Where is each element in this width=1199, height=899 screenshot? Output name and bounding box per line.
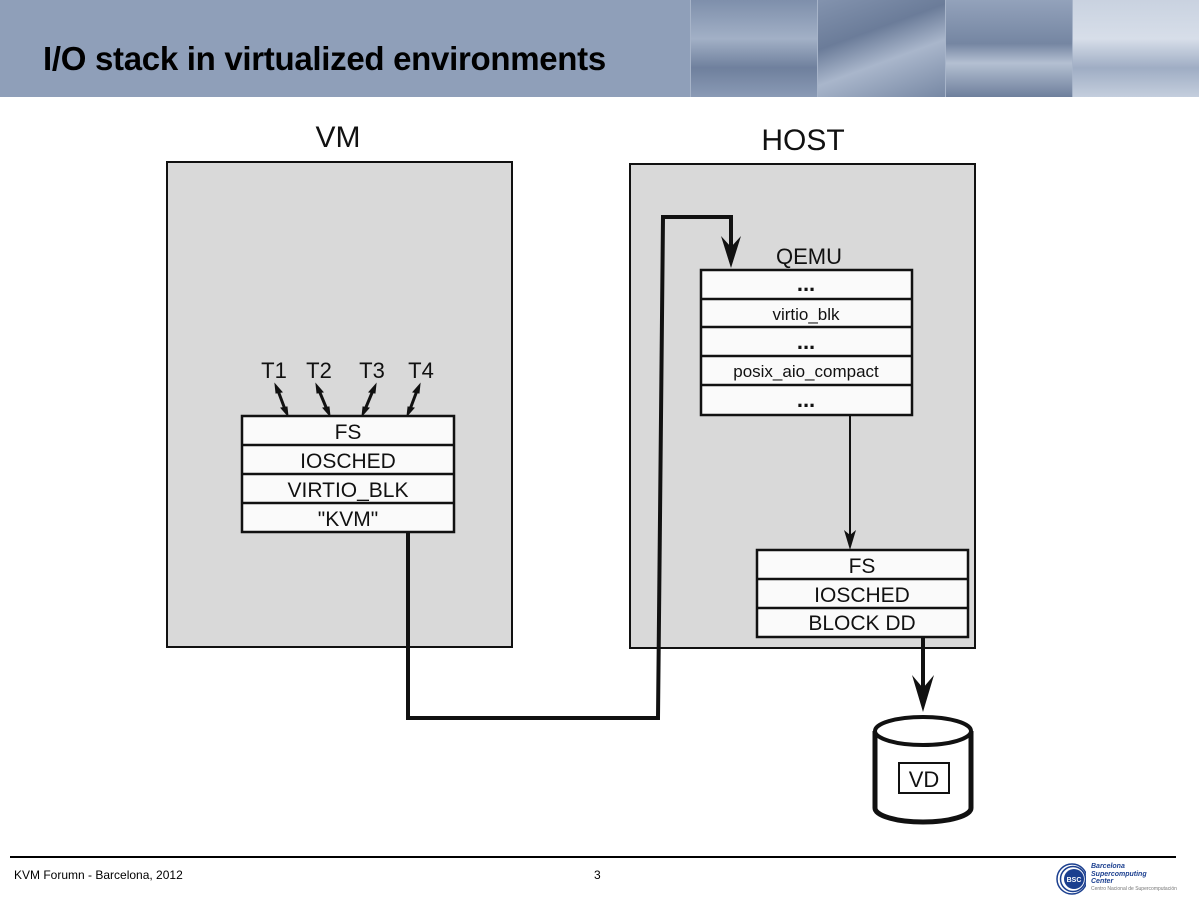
page-number: 3 [594, 868, 601, 882]
footer-divider [10, 856, 1176, 858]
thread-arrow-t3 [361, 382, 377, 418]
header-photo-supercomputer-chapel [690, 0, 818, 97]
thread-label-t3: T3 [359, 358, 385, 383]
virtual-disk-icon: VD [872, 715, 974, 825]
qemu-layer-ellipsis-top: ... [797, 271, 815, 296]
qemu-entry-arrow-head [721, 236, 741, 268]
vm-guest-stack: FS IOSCHED VIRTIO_BLK "KVM" [240, 414, 456, 534]
vm-label: VM [316, 121, 361, 154]
disk-entry-arrow-head [912, 675, 934, 712]
host-kernel-stack: FS IOSCHED BLOCK DD [755, 548, 970, 639]
bsc-logo-line2: Supercomputing [1091, 870, 1147, 878]
vm-to-qemu-connector [406, 215, 733, 720]
kernel-entry-arrow-head [844, 530, 856, 550]
host-layer-block-dd: BLOCK DD [808, 612, 915, 635]
host-layer-fs: FS [849, 555, 876, 578]
vm-layer-virtio-blk: VIRTIO_BLK [288, 479, 409, 502]
qemu-layer-ellipsis-bottom: ... [797, 387, 815, 412]
qemu-layer-virtio-blk: virtio_blk [772, 305, 840, 324]
qemu-layer-posix-aio-compact: posix_aio_compact [733, 362, 879, 381]
thread-label-t4: T4 [408, 358, 434, 383]
footer-event-name: KVM Forumn - Barcelona, 2012 [14, 868, 183, 882]
bsc-logo-line1: Barcelona [1091, 863, 1125, 870]
bsc-logo-mark-icon: BSC [1056, 863, 1086, 895]
host-layer-iosched: IOSCHED [814, 584, 910, 607]
slide-title: I/O stack in virtualized environments [43, 40, 606, 77]
bsc-logo: BSC Barcelona Supercomputing Center Cent… [1054, 862, 1184, 896]
qemu-stack: ... virtio_blk ... posix_aio_compact ... [699, 268, 914, 417]
header-photo-chapel-interior [944, 0, 1072, 97]
thread-arrows [274, 382, 421, 418]
bsc-logo-subtitle: Centro Nacional de Supercomputación [1091, 886, 1177, 892]
virtual-disk-label: VD [909, 767, 940, 792]
header-photo-strip [690, 0, 1199, 97]
vm-container: VM [166, 121, 513, 648]
thread-label-t1: T1 [261, 358, 287, 383]
vm-layer-kvm: "KVM" [318, 508, 378, 531]
header-band [0, 0, 1199, 97]
header-photo-supercomputer-racks [817, 0, 945, 97]
bsc-logo-line3: Center [1091, 878, 1114, 885]
thread-arrow-t2 [315, 382, 331, 418]
thread-arrow-t4 [406, 382, 421, 418]
thread-label-t2: T2 [306, 358, 332, 383]
vm-layer-iosched: IOSCHED [300, 450, 396, 473]
thread-arrow-t1 [274, 382, 289, 418]
qemu-layer-ellipsis-middle: ... [797, 329, 815, 354]
qemu-label: QEMU [776, 244, 842, 269]
vm-layer-fs: FS [335, 421, 362, 444]
bsc-logo-wordmark: Barcelona Supercomputing Center [1091, 863, 1147, 886]
header-photo-chapel-exterior [1071, 0, 1199, 97]
bsc-logo-abbrev: BSC [1067, 877, 1082, 884]
host-label: HOST [761, 124, 844, 157]
thread-labels: T1 T2 T3 T4 [261, 358, 434, 383]
